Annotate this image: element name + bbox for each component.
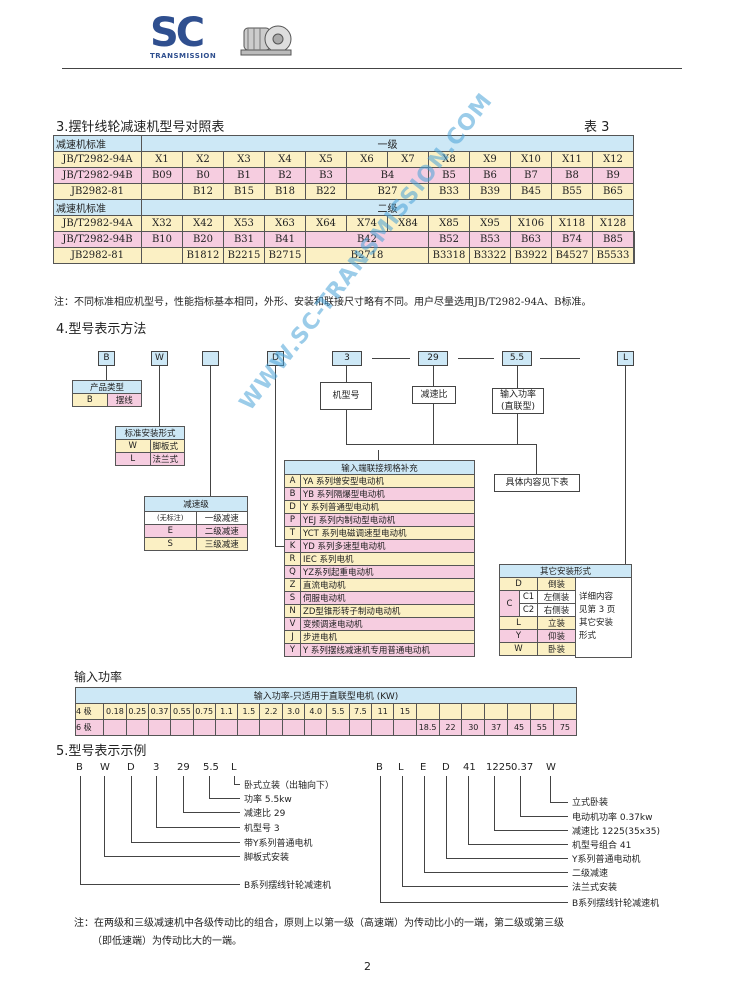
code-29: 29	[418, 351, 448, 366]
ex2-label: 电动机功率 0.37kw	[572, 813, 653, 823]
section5-note-line1: 注：在两级和三级减速机中各级传动比的组合，原则上以第一级（高速端）为传动比小的一…	[74, 918, 564, 929]
ratio-box: 减速比	[412, 386, 456, 404]
model-number-box: 机型号	[320, 382, 372, 410]
ex2-label: 减速比 1225(35x35)	[572, 827, 661, 837]
input-power-label: 输入功率	[74, 670, 123, 684]
ex2-label: 法兰式安装	[572, 883, 618, 893]
ex1-code: 3	[153, 762, 160, 773]
ex2-label: Y系列普通电动机	[572, 855, 641, 865]
section4-title: 4.型号表示方法	[56, 322, 147, 337]
table-row: 减速机标准 二级	[53, 199, 635, 216]
ex1-code: B	[76, 762, 83, 773]
ex1-label: B系列摆线针轮减速机	[244, 881, 332, 891]
code-stage	[202, 351, 219, 366]
ex2-label: 机型号组合 41	[572, 841, 632, 851]
logo: SC	[150, 10, 205, 56]
ex2-code: L	[398, 762, 404, 773]
ex2-code: E	[420, 762, 427, 773]
section5-note-line2: （即低速端）为传动比大的一端。	[92, 936, 242, 947]
header-rule	[62, 68, 682, 69]
ex2-label: B系列摆线针轮减速机	[572, 899, 660, 909]
ex1-code: 29	[177, 762, 190, 773]
ex2-code: 41	[463, 762, 476, 773]
ex1-label: 机型号 3	[244, 824, 280, 834]
motor-icon	[240, 25, 292, 56]
page-number: 2	[364, 960, 371, 973]
ex1-code: L	[231, 762, 237, 773]
detail-box: 具体内容见下表	[494, 474, 580, 492]
section3-note: 注：不同标准相应机型号，性能指标基本相同，外形、安装和联接尺寸略有不同。用户尽量…	[54, 297, 592, 308]
ex1-code: W	[100, 762, 110, 773]
input-power-box: 输入功率(直联型)	[492, 388, 544, 414]
ex1-label: 功率 5.5kw	[244, 795, 292, 805]
section5-title: 5.型号表示示例	[56, 744, 147, 759]
logo-subtitle: TRANSMISSION	[150, 52, 217, 60]
ex1-code: 5.5	[203, 762, 219, 773]
ex1-label: 减速比 29	[244, 809, 286, 819]
ex1-label: 带Y系列普通电机	[244, 839, 313, 849]
code-l: L	[617, 351, 634, 366]
ex2-code: W	[546, 762, 556, 773]
code-5-5: 5.5	[502, 351, 532, 366]
code-3: 3	[332, 351, 362, 366]
code-d: D	[267, 351, 284, 366]
ex2-label: 二级减速	[572, 869, 609, 879]
ex2-code: 1225	[486, 762, 512, 773]
table-row: 减速机标准 一级	[53, 135, 635, 152]
ex2-code: B	[376, 762, 383, 773]
ex1-code: D	[127, 762, 135, 773]
ex2-code: 0.37	[511, 762, 534, 773]
ex1-label: 脚板式安装	[244, 853, 290, 863]
table-label: 表 3	[584, 120, 610, 135]
code-w: W	[151, 351, 168, 366]
code-b: B	[98, 351, 115, 366]
ex2-label: 立式卧装	[572, 798, 609, 808]
ex2-code: D	[442, 762, 450, 773]
ex1-label: 卧式立装（出轴向下）	[244, 781, 335, 791]
section3-title: 3.摆针线轮减速机型号对照表	[56, 120, 225, 135]
